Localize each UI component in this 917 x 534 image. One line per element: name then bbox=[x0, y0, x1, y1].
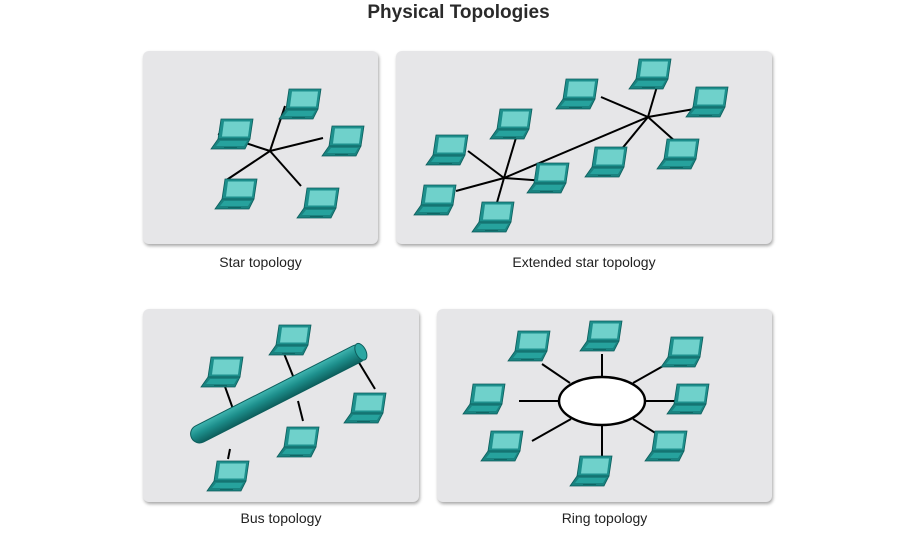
laptop-icon bbox=[278, 88, 322, 120]
star-topology-diagram bbox=[210, 88, 365, 219]
star-topology-panel bbox=[143, 51, 378, 244]
laptop-icon bbox=[644, 430, 688, 462]
laptop-icon bbox=[660, 336, 704, 368]
laptop-icon bbox=[462, 383, 506, 415]
laptop-icon bbox=[489, 108, 533, 140]
extended-star-topology-panel bbox=[396, 51, 772, 244]
laptop-icon bbox=[296, 187, 340, 219]
extended-star-topology-caption: Extended star topology bbox=[512, 254, 656, 270]
bus-cable bbox=[190, 342, 368, 444]
ring-loop bbox=[557, 375, 647, 427]
laptop-icon bbox=[413, 184, 457, 216]
laptop-icon bbox=[210, 118, 254, 150]
laptop-icon bbox=[666, 383, 710, 415]
laptop-icon bbox=[569, 455, 613, 487]
ring-topology-caption: Ring topology bbox=[561, 510, 648, 526]
laptop-icon bbox=[425, 134, 469, 166]
laptop-icon bbox=[579, 320, 623, 352]
laptop-icon bbox=[480, 430, 524, 462]
laptop-icon bbox=[206, 460, 250, 492]
star-topology-caption: Star topology bbox=[219, 254, 302, 270]
bus-topology-caption: Bus topology bbox=[240, 510, 322, 526]
laptop-icon bbox=[321, 125, 365, 157]
extended-star-topology-diagram bbox=[413, 58, 729, 233]
diagram-title: Physical Topologies bbox=[367, 2, 550, 23]
laptop-icon bbox=[343, 392, 387, 424]
laptop-icon bbox=[276, 426, 320, 458]
bus-topology-panel bbox=[143, 309, 419, 502]
laptop-icon bbox=[471, 201, 515, 233]
laptop-icon bbox=[685, 86, 729, 118]
laptop-icon bbox=[200, 356, 244, 388]
laptop-icon bbox=[507, 330, 551, 362]
laptop-icon bbox=[526, 162, 570, 194]
laptop-icon bbox=[656, 138, 700, 170]
ring-topology-diagram bbox=[462, 320, 710, 487]
ring-topology-panel bbox=[437, 309, 772, 502]
laptop-icon bbox=[555, 78, 599, 110]
laptop-icon bbox=[628, 58, 672, 90]
laptop-icon bbox=[584, 146, 628, 178]
bus-topology-diagram bbox=[190, 324, 387, 492]
laptop-icon bbox=[268, 324, 312, 356]
laptop-icon bbox=[214, 178, 258, 210]
